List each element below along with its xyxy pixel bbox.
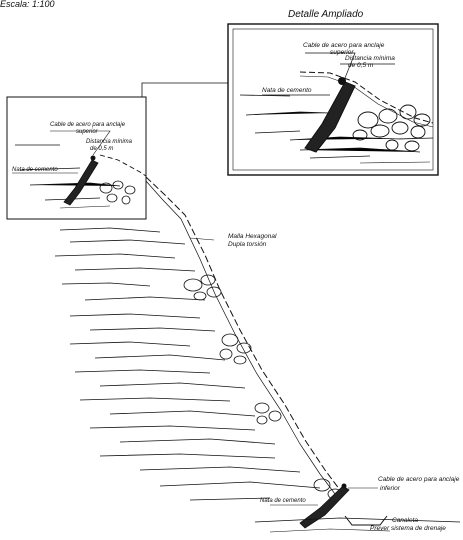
inset-min-distance-label: Distancia mínima — [86, 139, 133, 145]
slope-mesh — [145, 176, 341, 495]
detail-grout-column — [304, 81, 356, 153]
inset-grout-column — [63, 159, 99, 206]
detail-upper-cable-label: Cable de acero para anclaje — [303, 42, 385, 49]
scale-label: Escala: 1:100 — [0, 0, 55, 9]
boulders — [183, 274, 343, 500]
detail-mesh-line — [299, 71, 434, 124]
channel-label: Canaleta — [392, 517, 418, 524]
rock-strata — [54, 227, 321, 501]
bottom-cement-label: Nata de cemento — [260, 498, 306, 504]
mesh-label-2: Dupla torsión — [228, 241, 267, 248]
detail-anchor-head — [338, 77, 346, 85]
inset-cement-label: Nata de cemento — [12, 167, 58, 173]
lower-grout-column — [299, 485, 350, 529]
drainage-channel — [344, 515, 388, 526]
lower-cable-label-2: inferior — [380, 485, 401, 492]
detail-connector — [90, 82, 228, 98]
inset-min-distance-label-2: de 0,5 m — [90, 146, 113, 152]
channel-label-2: Prever sistema de drenaje — [370, 525, 446, 532]
detail-box: Cable de acero para anclaje superior Dis… — [227, 23, 439, 176]
detail-cement-label: Nata de cemento — [262, 87, 312, 94]
inset-upper-cable-label: Cable de acero para anclaje — [50, 122, 126, 128]
detail-title: Detalle Ampliado — [288, 9, 364, 20]
detail-min-distance-label-2: de 0,5 m — [348, 62, 374, 69]
mesh-label: Malla Hexagonal — [228, 233, 277, 240]
lower-cable-label: Cable de acero para anclaje — [378, 476, 460, 483]
inset-box: Cable de acero para anclaje superior Dis… — [6, 96, 147, 220]
detail-min-distance-label: Distancia mínima — [345, 55, 395, 62]
detail-upper-cable-label-2: superior — [330, 49, 354, 56]
inset-upper-cable-label-2: superior — [76, 129, 99, 135]
